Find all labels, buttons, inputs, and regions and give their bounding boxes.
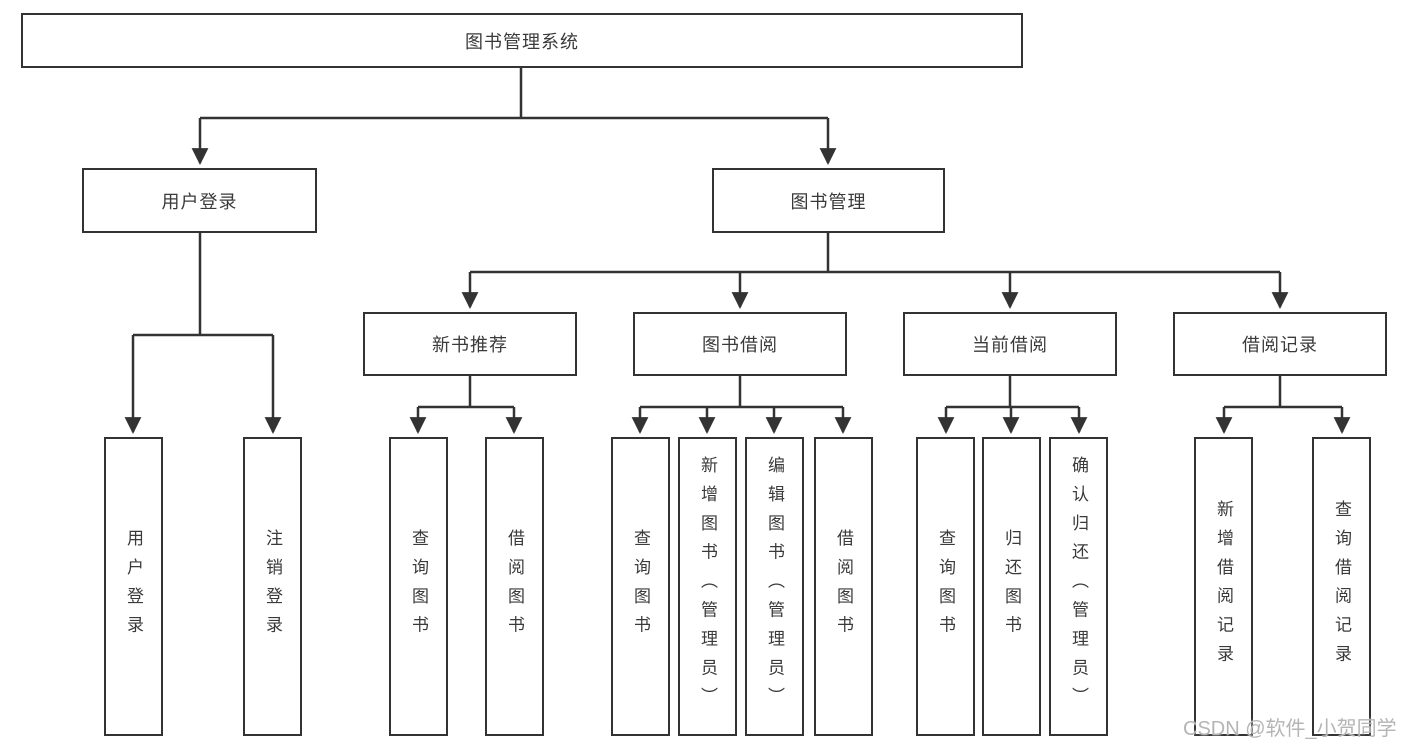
node-borrow-record-label: 借阅记录 (1242, 335, 1318, 355)
leaf-cb-query-books: 查询图书 (916, 437, 975, 736)
leaf-login-label: 用户登录 (124, 528, 143, 645)
leaf-login: 用户登录 (104, 437, 163, 736)
node-book-mgmt: 图书管理 (712, 168, 945, 233)
leaf-cb-return-books: 归还图书 (982, 437, 1041, 736)
node-current-borrow-label: 当前借阅 (972, 335, 1048, 355)
leaf-bb-add-books: 新增图书（管理员） (678, 437, 737, 736)
leaf-cb-return-books-label: 归还图书 (1002, 528, 1021, 645)
node-root-label: 图书管理系统 (465, 31, 579, 52)
leaf-cb-confirm-return: 确认归还（管理员） (1049, 437, 1108, 736)
node-user-login-label: 用户登录 (161, 191, 238, 212)
leaf-bb-borrow-books-label: 借阅图书 (834, 528, 853, 645)
leaf-cb-query-books-label: 查询图书 (936, 528, 955, 645)
node-borrow-record: 借阅记录 (1173, 312, 1387, 376)
leaf-br-query-record-label: 查询借阅记录 (1332, 499, 1351, 674)
node-book-borrow: 图书借阅 (633, 312, 847, 376)
leaf-bb-borrow-books: 借阅图书 (814, 437, 873, 736)
leaf-nbr-borrow-books: 借阅图书 (485, 437, 544, 736)
leaf-cb-confirm-return-label: 确认归还（管理员） (1069, 456, 1088, 717)
leaf-br-query-record: 查询借阅记录 (1312, 437, 1371, 736)
node-user-login: 用户登录 (82, 168, 317, 233)
watermark: CSDN @软件_小贺同学 (1183, 718, 1397, 740)
leaf-nbr-query-books: 查询图书 (389, 437, 448, 736)
node-root: 图书管理系统 (21, 13, 1023, 68)
leaf-bb-query-books-label: 查询图书 (631, 528, 650, 645)
node-current-borrow: 当前借阅 (903, 312, 1117, 376)
node-new-book-rec: 新书推荐 (363, 312, 577, 376)
leaf-br-add-record: 新增借阅记录 (1194, 437, 1253, 736)
leaf-br-add-record-label: 新增借阅记录 (1214, 499, 1233, 674)
leaf-logout-label: 注销登录 (263, 528, 282, 645)
leaf-nbr-borrow-books-label: 借阅图书 (505, 528, 524, 645)
node-new-book-rec-label: 新书推荐 (432, 335, 508, 355)
leaf-logout: 注销登录 (243, 437, 302, 736)
leaf-bb-edit-books: 编辑图书（管理员） (745, 437, 804, 736)
leaf-nbr-query-books-label: 查询图书 (409, 528, 428, 645)
leaf-bb-add-books-label: 新增图书（管理员） (698, 456, 717, 717)
leaf-bb-query-books: 查询图书 (611, 437, 670, 736)
leaf-bb-edit-books-label: 编辑图书（管理员） (765, 456, 784, 717)
node-book-borrow-label: 图书借阅 (702, 335, 778, 355)
node-book-mgmt-label: 图书管理 (790, 191, 867, 212)
